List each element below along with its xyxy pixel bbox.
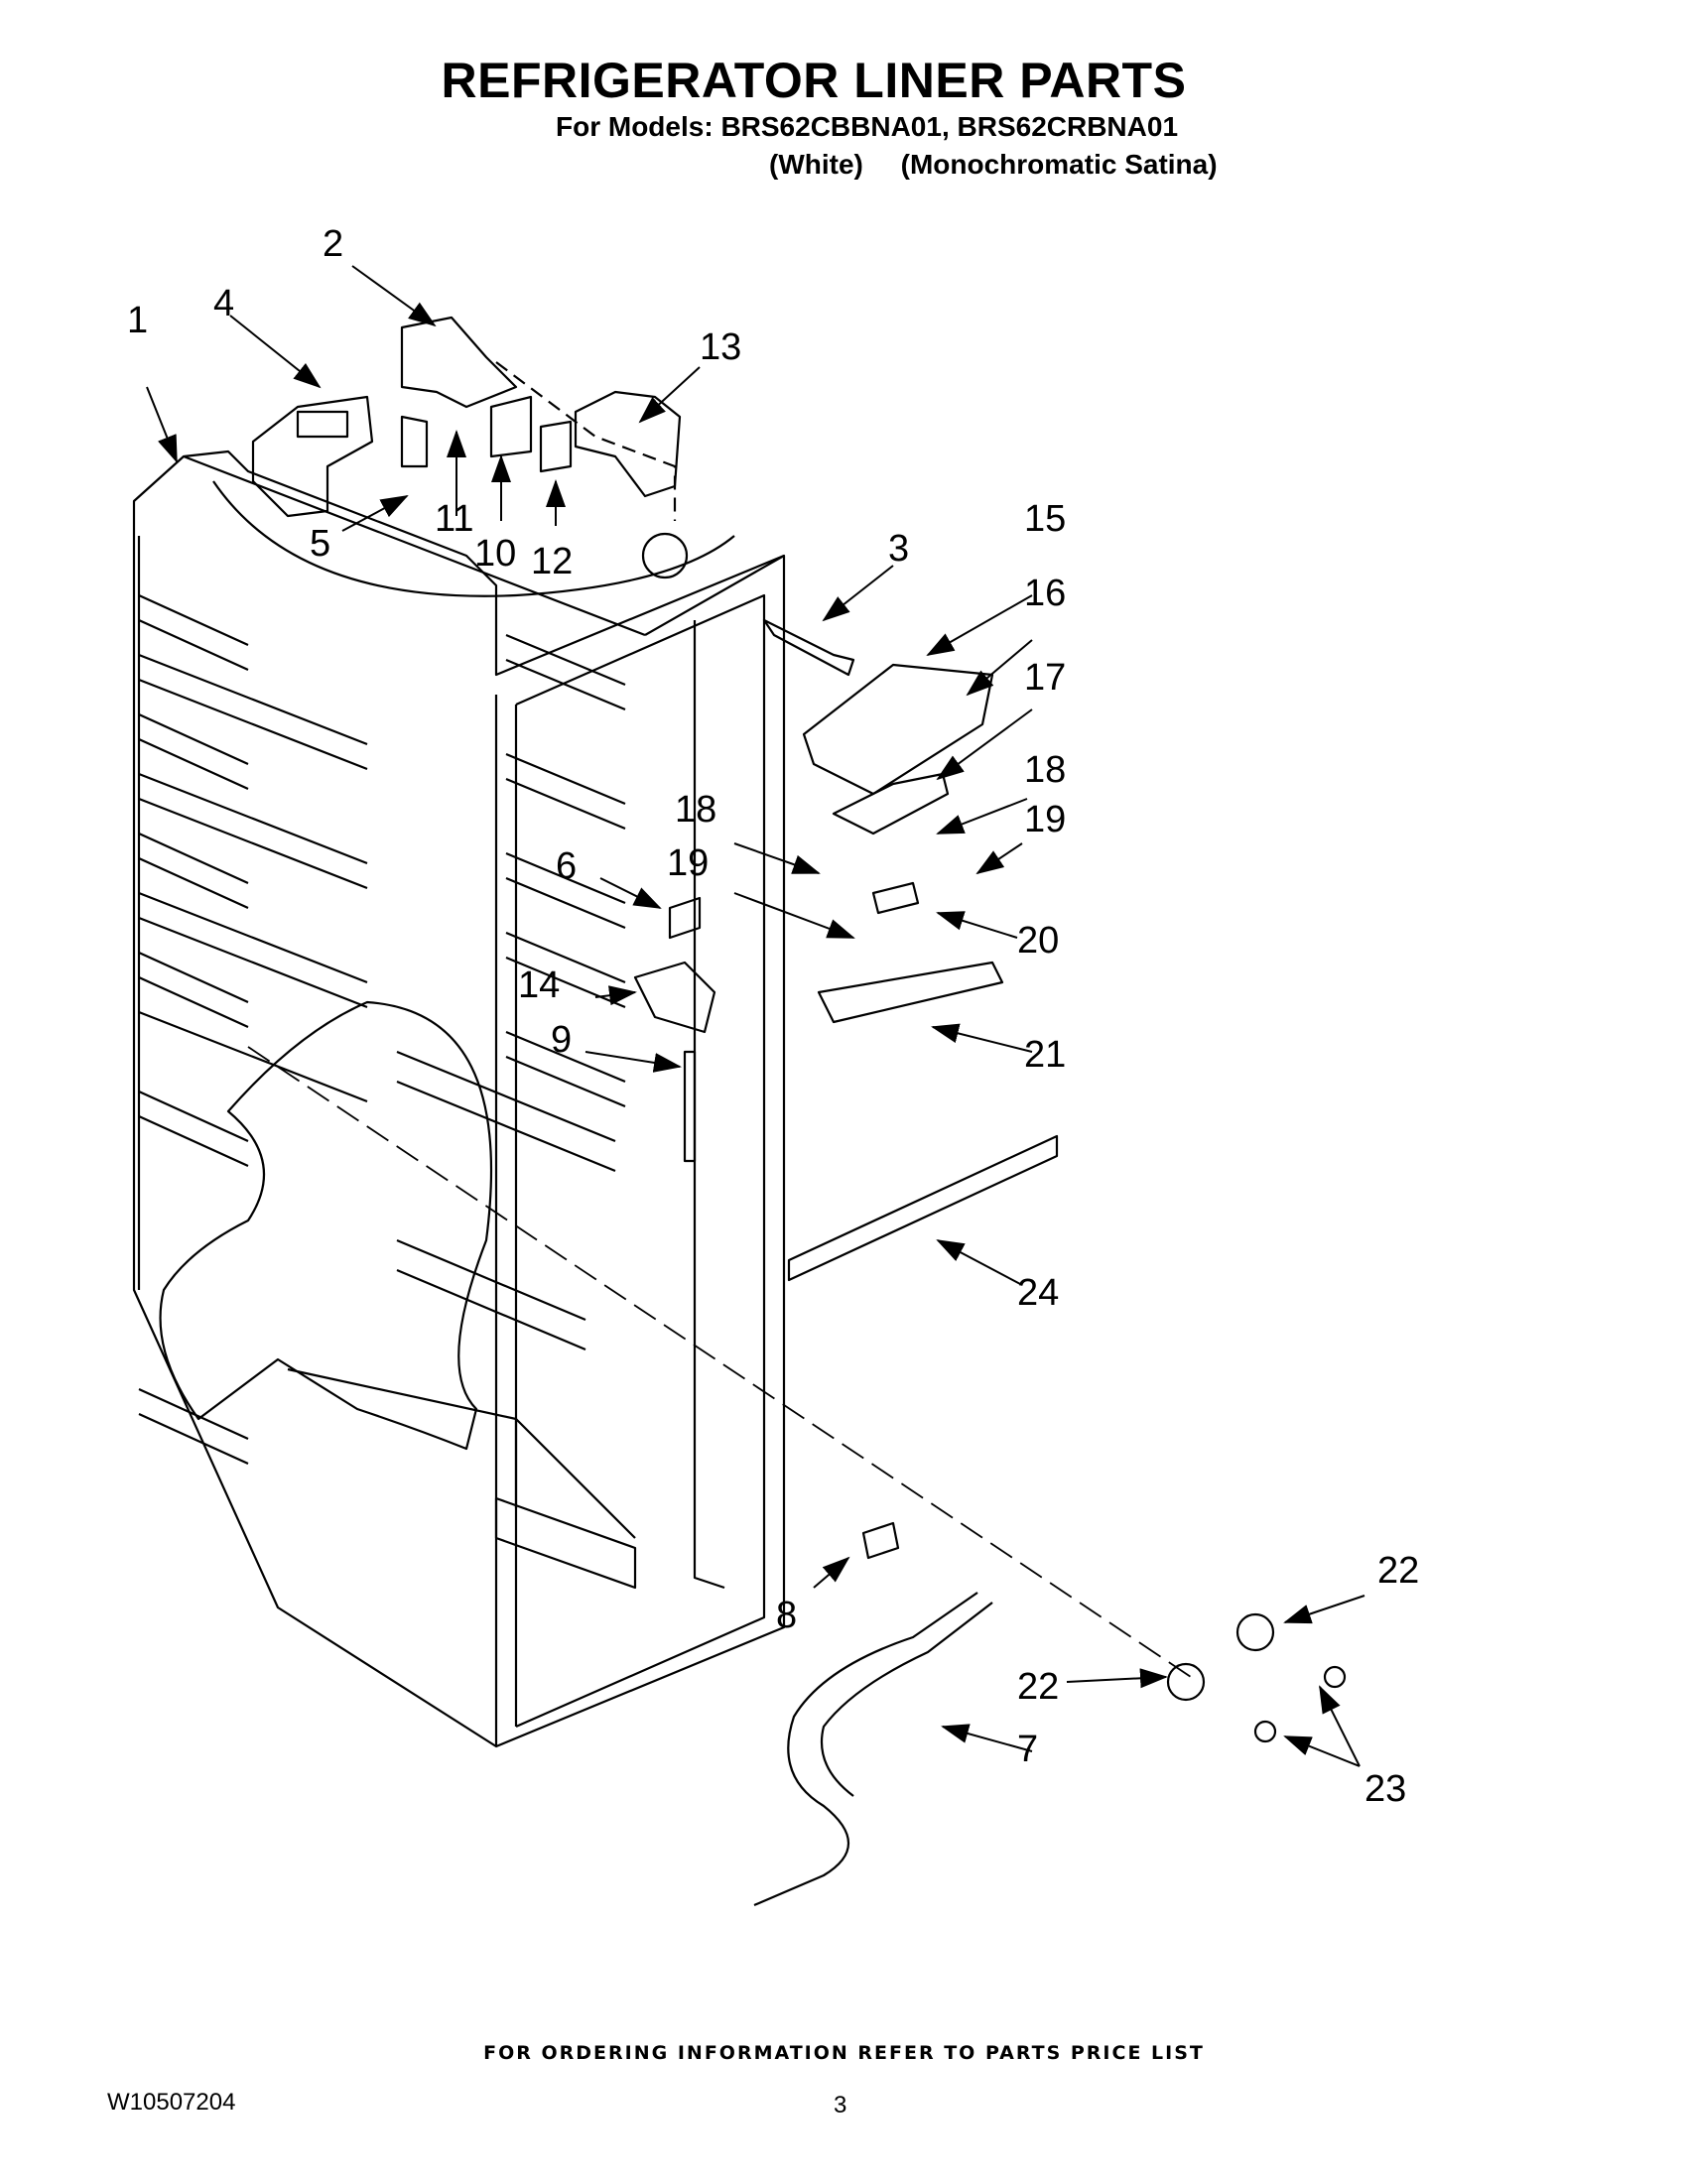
refrigerator-liner <box>132 450 786 1748</box>
callout-9: 9 <box>551 1019 572 1061</box>
callout-13: 13 <box>700 326 741 368</box>
callout-22a: 22 <box>1377 1550 1419 1592</box>
callout-18b: 18 <box>1024 749 1066 791</box>
callout-19b: 19 <box>1024 799 1066 840</box>
callout-6: 6 <box>556 845 577 887</box>
part-14-bracket <box>633 961 716 1034</box>
callout-23: 23 <box>1364 1768 1406 1810</box>
callout-18a: 18 <box>675 789 716 831</box>
document-number: W10507204 <box>107 2089 236 2116</box>
ordering-note: FOR ORDERING INFORMATION REFER TO PARTS … <box>483 2042 1205 2064</box>
callout-24: 24 <box>1017 1272 1059 1314</box>
part-23-screws <box>1253 1665 1347 1743</box>
part-17-light-shield <box>832 772 950 835</box>
callout-20: 20 <box>1017 920 1059 962</box>
part-3-filter <box>762 618 855 677</box>
callout-8: 8 <box>776 1595 797 1636</box>
part-9-sensor <box>683 1050 697 1163</box>
callout-14: 14 <box>518 964 560 1006</box>
variant-satina: (Monochromatic Satina) <box>900 149 1218 180</box>
part-7-drain-hose <box>753 1592 993 1907</box>
variant-white: (White) <box>769 149 863 180</box>
part-6-clip <box>668 896 702 940</box>
callout-17: 17 <box>1024 657 1066 699</box>
callout-1: 1 <box>127 300 148 341</box>
callout-4: 4 <box>213 283 234 324</box>
part-24-panel <box>787 1134 1059 1282</box>
part-4-housing <box>251 395 374 518</box>
models-line: For Models: BRS62CBBNA01, BRS62CRBNA01 <box>556 111 1179 142</box>
callout-numbers: 1 2 3 4 5 6 7 8 9 10 11 12 13 14 15 16 1… <box>127 223 1419 1810</box>
part-22-grommets <box>1166 1612 1275 1702</box>
callout-2: 2 <box>323 223 343 265</box>
part-2-duct <box>400 316 518 409</box>
callout-16: 16 <box>1024 573 1066 614</box>
callout-11: 11 <box>435 498 473 540</box>
part-8-connector <box>861 1521 900 1560</box>
part-12-label <box>539 420 573 473</box>
callout-7: 7 <box>1017 1729 1038 1770</box>
callout-5: 5 <box>310 523 330 565</box>
part-21-light-lens <box>817 961 1004 1024</box>
leader-lines <box>146 265 1365 1767</box>
callout-21: 21 <box>1024 1034 1066 1076</box>
callout-22b: 22 <box>1017 1666 1059 1708</box>
part-5-bracket <box>400 415 429 468</box>
callout-15: 15 <box>1024 498 1066 540</box>
callout-19a: 19 <box>667 842 709 884</box>
part-10-cover <box>489 395 533 458</box>
callout-3: 3 <box>888 528 909 570</box>
variant-labels: (White) (Monochromatic Satina) <box>769 149 1247 181</box>
callout-10: 10 <box>474 533 516 575</box>
part-13-control-housing <box>574 390 682 498</box>
page-number: 3 <box>834 2092 847 2119</box>
callout-12: 12 <box>531 541 573 582</box>
part-20-sockets <box>871 881 920 915</box>
part-16-light-housing <box>802 663 994 796</box>
page-title: REFRIGERATOR LINER PARTS <box>441 53 1187 108</box>
